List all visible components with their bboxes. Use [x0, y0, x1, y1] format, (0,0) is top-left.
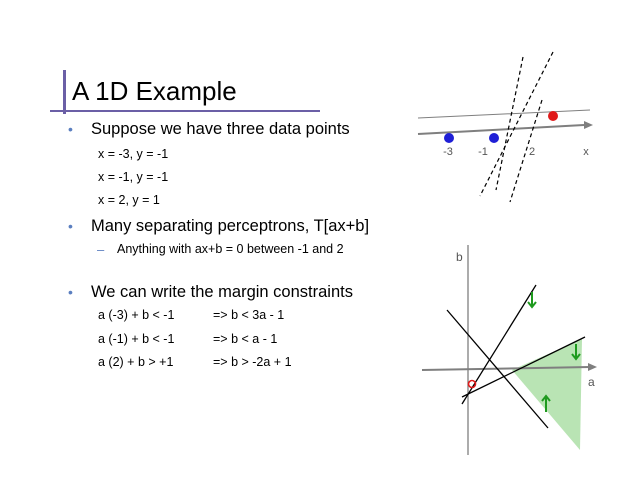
constraint-line-b-gt-neg2a-plus-1 — [461, 336, 586, 398]
arrow-down-icon — [527, 292, 537, 309]
constraint-2-rhs: => b < a - 1 — [213, 332, 278, 346]
title-underline — [50, 110, 320, 112]
constraint-3-rhs: => b > -2a + 1 — [213, 355, 292, 369]
bullet-dot-icon: • — [68, 121, 73, 137]
data-point-negative-2 — [489, 133, 499, 143]
top-plot-guide-line — [417, 109, 591, 119]
arrow-up-icon — [541, 394, 551, 412]
a-axis-arrowhead-icon — [588, 363, 597, 371]
separator-dashed-line-1 — [495, 56, 524, 191]
bullet-dot-icon: • — [68, 284, 73, 300]
tick-label-neg3: -3 — [443, 146, 453, 158]
data-point-1: x = -3, y = -1 — [98, 147, 169, 161]
a-axis-label: a — [588, 375, 595, 389]
sub-bullet-dash: – — [97, 242, 105, 257]
slide-title: A 1D Example — [72, 76, 237, 106]
x-axis-arrowhead-icon — [584, 121, 593, 129]
separator-dashed-line-2 — [479, 51, 554, 197]
arrow-down-icon — [571, 344, 581, 361]
x-axis-label: x — [583, 146, 589, 158]
data-point-negative-1 — [444, 133, 454, 143]
constraint-1-rhs: => b < 3a - 1 — [213, 308, 285, 322]
title-accent-bar — [63, 70, 66, 114]
constraint-1-lhs: a (-3) + b < -1 — [98, 308, 175, 322]
origin-marker — [467, 379, 477, 389]
constraint-line-b-lt-3a-minus-1 — [461, 284, 537, 405]
separator-dashed-line-3 — [509, 99, 543, 203]
tick-label-neg1: -1 — [478, 146, 488, 158]
bullet-dot-icon: • — [68, 218, 73, 234]
constraint-3-lhs: a (2) + b > +1 — [98, 355, 174, 369]
b-axis-label: b — [456, 250, 463, 264]
data-point-positive — [548, 111, 558, 121]
sub-bullet-text: Anything with ax+b = 0 between -1 and 2 — [117, 242, 344, 256]
data-point-2: x = -1, y = -1 — [98, 170, 169, 184]
tick-label-2: 2 — [529, 146, 535, 158]
constraint-2-lhs: a (-1) + b < -1 — [98, 332, 175, 346]
a-axis-line — [421, 366, 591, 371]
bullet-3-text: We can write the margin constraints — [91, 283, 353, 301]
constraint-line-b-lt-a-minus-1 — [446, 309, 549, 429]
x-axis-line — [417, 124, 585, 135]
data-point-3: x = 2, y = 1 — [98, 193, 160, 207]
bullet-2-text: Many separating perceptrons, T[ax+b] — [91, 217, 370, 235]
bullet-1-text: Suppose we have three data points — [91, 120, 350, 138]
